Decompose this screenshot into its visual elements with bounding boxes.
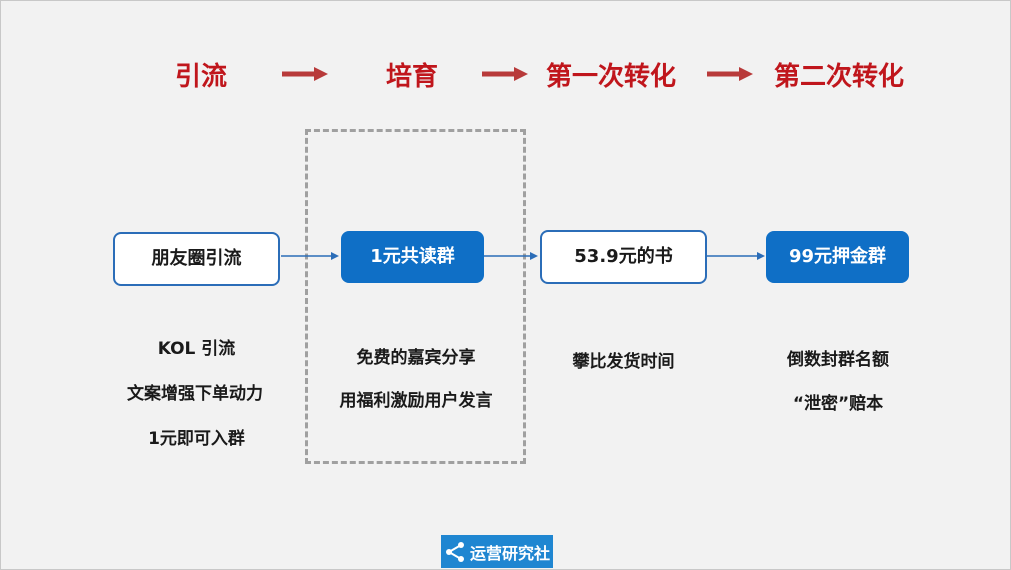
stage-arrow-2 [482, 67, 528, 81]
node-book-53-9: 53.9元的书 [540, 230, 707, 284]
stage-arrow-1 [282, 67, 328, 81]
note-one-yuan-join: 1元即可入群 [148, 429, 245, 449]
note-leak-compensation: “泄密”赔本 [792, 394, 884, 414]
flow-arrow-2 [484, 252, 538, 260]
share-icon [445, 541, 464, 562]
note-copywriting: 文案增强下单动力 [127, 384, 263, 404]
stage-label-traffic: 引流 [175, 62, 228, 92]
stage-label-nurture: 培育 [386, 62, 439, 92]
note-shipping-time: 攀比发货时间 [572, 352, 675, 372]
note-kol-traffic: KOL 引流 [157, 339, 236, 359]
nurture-highlight-box [305, 129, 526, 464]
stage-label-first-conversion: 第一次转化 [546, 62, 677, 92]
note-countdown-slots: 倒数封群名额 [787, 350, 889, 370]
node-one-yuan-reading-group: 1元共读群 [341, 231, 484, 283]
note-free-guest-share: 免费的嘉宾分享 [356, 348, 476, 368]
brand-logo: 运营研究社 [441, 535, 553, 568]
node-moments-traffic: 朋友圈引流 [113, 232, 280, 286]
flow-arrow-1 [281, 252, 339, 260]
logo-text: 运营研究社 [469, 543, 550, 563]
note-welfare-incentive: 用福利激励用户发言 [339, 391, 493, 411]
stage-label-second-conversion: 第二次转化 [774, 62, 905, 92]
node-99-deposit-group: 99元押金群 [766, 231, 909, 283]
flow-arrow-3 [707, 252, 765, 260]
stage-arrow-3 [707, 67, 753, 81]
